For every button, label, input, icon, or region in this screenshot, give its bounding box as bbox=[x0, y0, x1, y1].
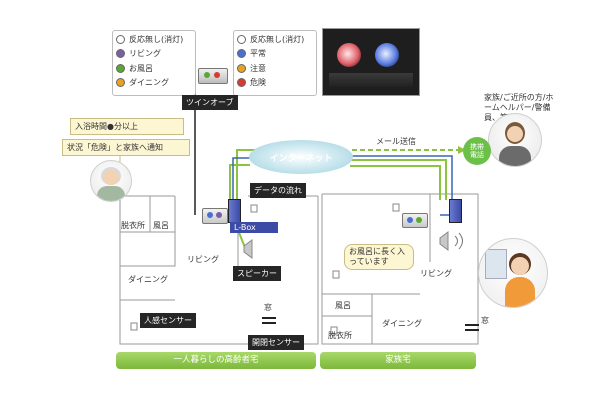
indicator-dot-icon bbox=[116, 34, 125, 44]
room-bath: 風呂 bbox=[153, 221, 169, 230]
family-caption: 家族/ご近所の方/ホームヘルパー/警備員、等 bbox=[484, 93, 554, 122]
window-symbols bbox=[262, 317, 479, 331]
family-lbox-icon bbox=[449, 199, 462, 223]
lbox-device-icon bbox=[228, 199, 241, 223]
room-living: リビング bbox=[187, 255, 219, 264]
orb-red-icon bbox=[337, 43, 361, 67]
speaker-label: スピーカー bbox=[233, 266, 281, 281]
twin-orb-label: ツインオーブ bbox=[182, 95, 238, 110]
indicator-dot-icon bbox=[116, 78, 125, 88]
sensor-squares bbox=[130, 203, 400, 335]
family-woman-avatar bbox=[478, 238, 548, 308]
lbox-label: L-Box bbox=[230, 222, 278, 233]
legend-item: 反応無し(消灯) bbox=[234, 32, 316, 47]
legend-rooms: 反応無し(消灯) リビング お風呂 ダイニング bbox=[112, 30, 196, 96]
right-house-floorplan bbox=[321, 193, 479, 345]
room-orb-device-icon bbox=[202, 208, 228, 224]
right-house-title: 家族宅 bbox=[320, 352, 476, 369]
left-house-title: 一人暮らしの高齢者宅 bbox=[116, 352, 316, 369]
phone-label: 携帯電話 bbox=[470, 143, 484, 159]
speech-bubble-text: お風呂に長く入っています bbox=[349, 247, 405, 266]
speaker-icons bbox=[243, 231, 449, 259]
twin-orb-photo bbox=[322, 28, 420, 96]
indicator-dot-icon bbox=[116, 63, 125, 73]
mail-label: メール送信 bbox=[376, 137, 416, 146]
indicator-dot-icon bbox=[237, 78, 246, 88]
phone-icon: 携帯電話 bbox=[463, 137, 491, 165]
internet-cloud: インターネット bbox=[249, 140, 353, 174]
room-changing: 脱衣所 bbox=[328, 331, 352, 340]
legend-item: 注意 bbox=[234, 61, 316, 76]
mail-arrow-head bbox=[458, 146, 466, 154]
legend-item: 危険 bbox=[234, 76, 316, 91]
twin-orb-device-icon bbox=[198, 68, 228, 84]
legend-item: 反応無し(消灯) bbox=[113, 32, 195, 47]
legend-item: 平常 bbox=[234, 47, 316, 62]
room-window: 窓 bbox=[264, 303, 272, 312]
room-living: リビング bbox=[420, 269, 452, 278]
indicator-dot-icon bbox=[237, 34, 246, 44]
data-flow-label: データの流れ bbox=[250, 183, 306, 198]
door-sensor-label: 開閉センサー bbox=[248, 335, 304, 350]
family-orb-device-icon bbox=[402, 213, 428, 228]
indicator-dot-icon bbox=[237, 49, 246, 59]
room-bath: 風呂 bbox=[335, 301, 351, 310]
room-window: 窓 bbox=[481, 316, 489, 325]
orb-blue-icon bbox=[375, 43, 399, 67]
legend-item: リビング bbox=[113, 47, 195, 62]
legend-item: ダイニング bbox=[113, 76, 195, 91]
indicator-dot-icon bbox=[237, 63, 246, 73]
elderly-person-avatar bbox=[90, 160, 132, 202]
room-dining: ダイニング bbox=[128, 275, 168, 284]
internet-label: インターネット bbox=[269, 153, 333, 164]
indicator-dot-icon bbox=[116, 49, 125, 59]
room-dining: ダイニング bbox=[382, 319, 422, 328]
family-person-avatar bbox=[488, 113, 542, 167]
legend-status: 反応無し(消灯) 平常 注意 危険 bbox=[233, 30, 317, 96]
bath-time-note: 入浴時間●分以上 bbox=[70, 118, 184, 135]
room-changing: 脱衣所 bbox=[121, 221, 145, 230]
speech-bubble: お風呂に長く入っています bbox=[344, 244, 414, 270]
legend-item: お風呂 bbox=[113, 61, 195, 76]
notify-note: 状況「危険」と家族へ通知 bbox=[62, 139, 190, 156]
human-sensor-label: 人感センサー bbox=[140, 313, 196, 328]
